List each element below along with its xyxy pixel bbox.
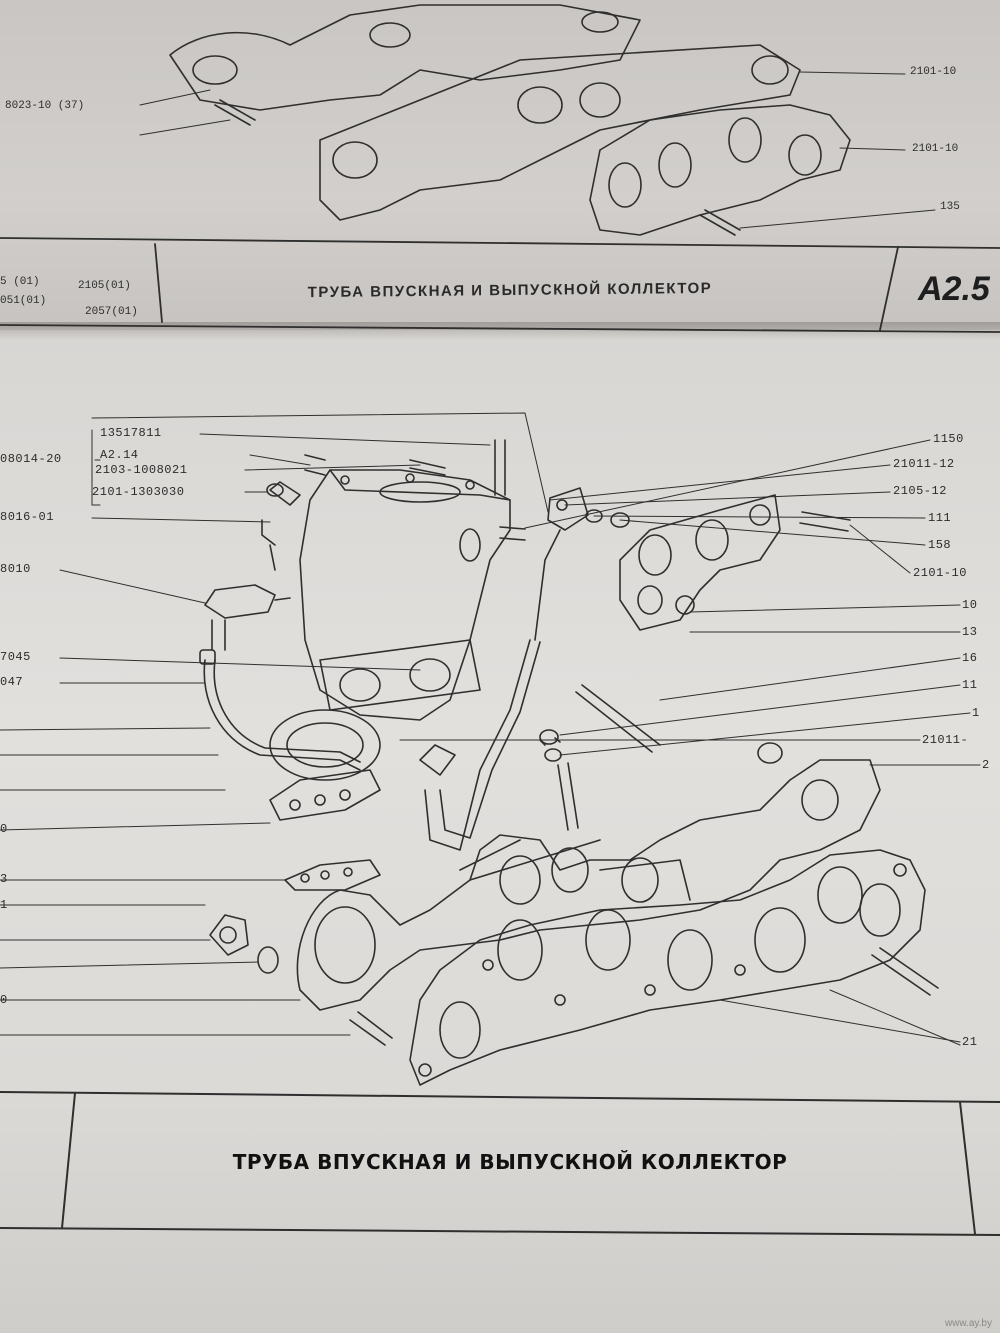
exhaust-manifold-drawing bbox=[296, 742, 881, 1011]
callout-left-5: 047 bbox=[0, 675, 24, 689]
callout-right-2: 21011-12 bbox=[893, 457, 955, 471]
model-code-3: 051(01) bbox=[0, 295, 47, 307]
callout-right-10: 11 bbox=[962, 678, 978, 692]
top-manifold-drawing bbox=[169, 4, 851, 236]
callout-left-3: 8010 bbox=[0, 562, 31, 576]
current-page bbox=[0, 330, 1000, 1333]
callout-left-7: 3 bbox=[0, 872, 8, 886]
callout-right-5: 158 bbox=[928, 538, 952, 552]
callout-left-2: 8016-01 bbox=[0, 510, 54, 524]
callout-right-11: 1 bbox=[972, 706, 980, 720]
bottom-title-frame bbox=[0, 1091, 1000, 1236]
section-code: A2.5 bbox=[918, 270, 990, 308]
callout-right-3: 2105-12 bbox=[893, 484, 947, 498]
page-title: ТРУБА ВПУСКНАЯ И ВЫПУСКНОЙ КОЛЛЕКТОР bbox=[232, 1150, 788, 1174]
intake-pipe-drawing bbox=[299, 469, 511, 721]
top-title-frame bbox=[0, 237, 1000, 333]
exhaust-gasket-upper-drawing bbox=[619, 494, 781, 631]
callout-right-13: 2 bbox=[982, 758, 990, 772]
top-callout-right-2: 2101-10 bbox=[912, 143, 959, 155]
callout-right-1: 1150 bbox=[933, 432, 964, 446]
watermark: www.ay.by bbox=[944, 1318, 992, 1329]
callout-right-9: 16 bbox=[962, 651, 978, 665]
callout-left-1: 08014-20 bbox=[0, 452, 62, 466]
top-callout-left: 8023-10 (37) bbox=[5, 100, 85, 112]
callout-left-8: 1 bbox=[0, 898, 8, 912]
callout-block-4: 2101-1303030 bbox=[92, 485, 185, 499]
model-code-1: 5 (01) bbox=[0, 276, 40, 288]
model-code-4: 2057(01) bbox=[85, 306, 138, 318]
callout-right-14: 21 bbox=[962, 1035, 978, 1049]
callout-right-6: 2101-10 bbox=[913, 566, 967, 580]
model-code-2: 2105(01) bbox=[78, 280, 131, 292]
callout-left-4: 7045 bbox=[0, 650, 31, 664]
callout-left-9: 0 bbox=[0, 993, 8, 1007]
bottom-leader-lines bbox=[0, 433, 981, 1046]
callout-left-6: 0 bbox=[0, 822, 8, 836]
callout-right-7: 10 bbox=[962, 598, 978, 612]
top-callout-right-1: 2101-10 bbox=[910, 66, 957, 78]
callout-right-8: 13 bbox=[962, 625, 978, 639]
callout-block-3: 2103-1008021 bbox=[95, 463, 188, 477]
callout-bracket bbox=[91, 412, 549, 513]
top-callout-right-3: 135 bbox=[940, 201, 960, 213]
callout-block-2: A2.14 bbox=[100, 448, 139, 462]
callout-block-1: 13517811 bbox=[100, 426, 162, 440]
small-parts-drawing bbox=[199, 439, 939, 1046]
exhaust-gasket-lower-drawing bbox=[409, 849, 926, 1086]
callout-right-4: 111 bbox=[928, 511, 952, 525]
callout-right-12: 21011- bbox=[922, 733, 969, 747]
top-leader-lines bbox=[139, 71, 936, 229]
previous-page bbox=[0, 0, 1000, 330]
